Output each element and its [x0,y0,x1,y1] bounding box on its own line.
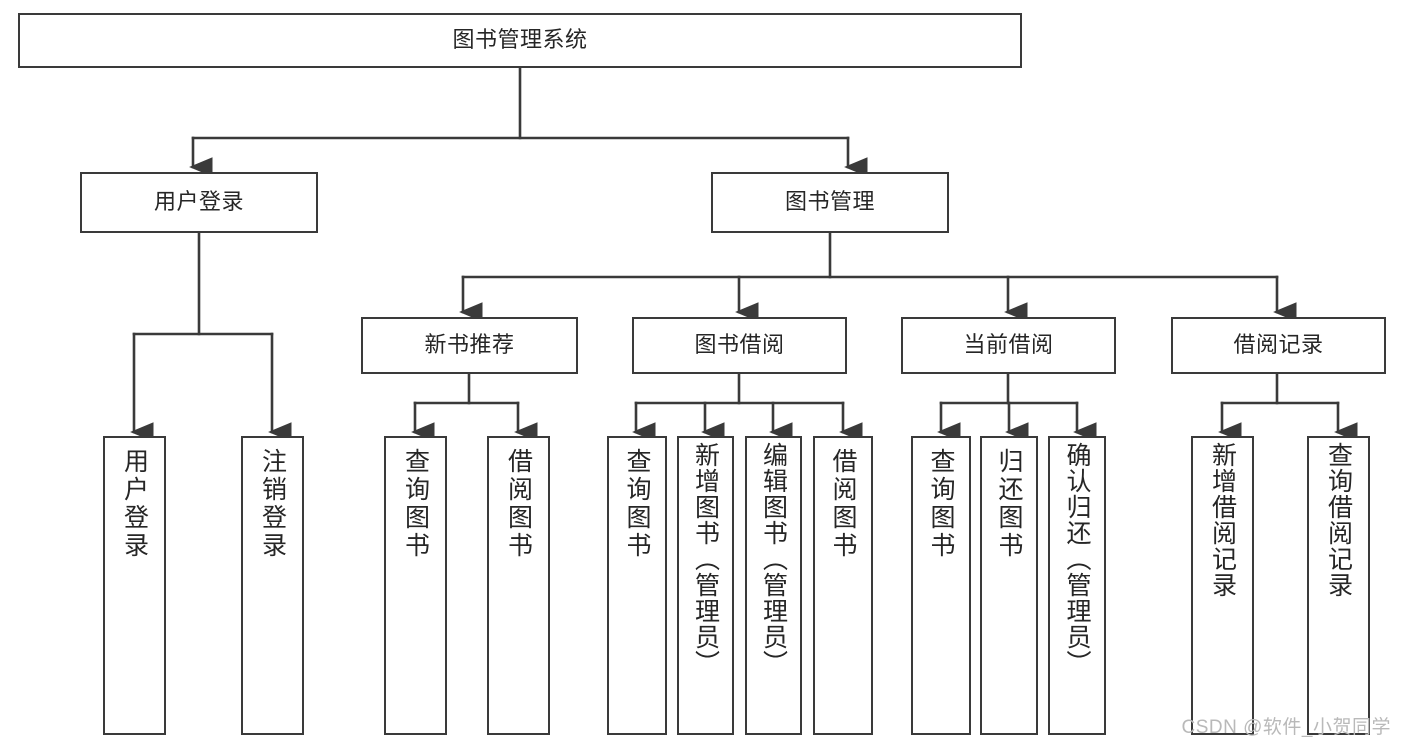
node-label: 确认归还（管理员） [1063,442,1091,676]
node-user-login[interactable]: 用户登录 [80,172,318,233]
leaf-return-book[interactable]: 归还图书 [980,436,1038,735]
leaf-query-book-borrow[interactable]: 查询图书 [607,436,667,735]
node-book-borrow[interactable]: 图书借阅 [632,317,847,374]
node-label: 新增借阅记录 [1208,442,1237,598]
node-label: 查询借阅记录 [1324,442,1353,598]
leaf-query-book-recommend[interactable]: 查询图书 [384,436,447,735]
node-label: 当前借阅 [963,332,1054,358]
node-label: 编辑图书（管理员） [759,442,788,676]
node-label: 查询图书 [623,448,651,560]
leaf-add-borrow-record[interactable]: 新增借阅记录 [1191,436,1254,735]
node-label: 借阅图书 [504,448,533,560]
node-label: 图书管理 [784,189,875,215]
leaf-query-borrow-record[interactable]: 查询借阅记录 [1307,436,1370,735]
leaf-user-login[interactable]: 用户登录 [103,436,166,735]
node-label: 借阅图书 [829,448,857,560]
leaf-logout[interactable]: 注销登录 [241,436,304,735]
node-root-book-management-system[interactable]: 图书管理系统 [18,13,1022,68]
leaf-add-book-admin[interactable]: 新增图书（管理员） [677,436,734,735]
node-label: 注销登录 [258,448,287,560]
node-label: 新书推荐 [424,332,515,358]
node-label: 新增图书（管理员） [691,442,720,676]
leaf-edit-book-admin[interactable]: 编辑图书（管理员） [745,436,802,735]
leaf-confirm-return-admin[interactable]: 确认归还（管理员） [1048,436,1106,735]
node-label: 借阅记录 [1233,332,1324,358]
csdn-watermark: CSDN @软件_小贺同学 [1181,717,1391,738]
node-book-management[interactable]: 图书管理 [711,172,949,233]
node-label: 查询图书 [401,448,430,560]
node-current-borrow[interactable]: 当前借阅 [901,317,1116,374]
node-label: 图书管理系统 [452,27,588,53]
node-new-book-recommend[interactable]: 新书推荐 [361,317,578,374]
leaf-borrow-book-recommend[interactable]: 借阅图书 [487,436,550,735]
leaf-query-book-current[interactable]: 查询图书 [911,436,971,735]
node-label: 图书借阅 [694,332,785,358]
node-label: 用户登录 [153,189,244,215]
node-label: 查询图书 [927,448,955,560]
node-borrow-record[interactable]: 借阅记录 [1171,317,1386,374]
node-label: 归还图书 [995,448,1023,560]
node-label: 用户登录 [120,448,149,560]
leaf-borrow-book[interactable]: 借阅图书 [813,436,873,735]
